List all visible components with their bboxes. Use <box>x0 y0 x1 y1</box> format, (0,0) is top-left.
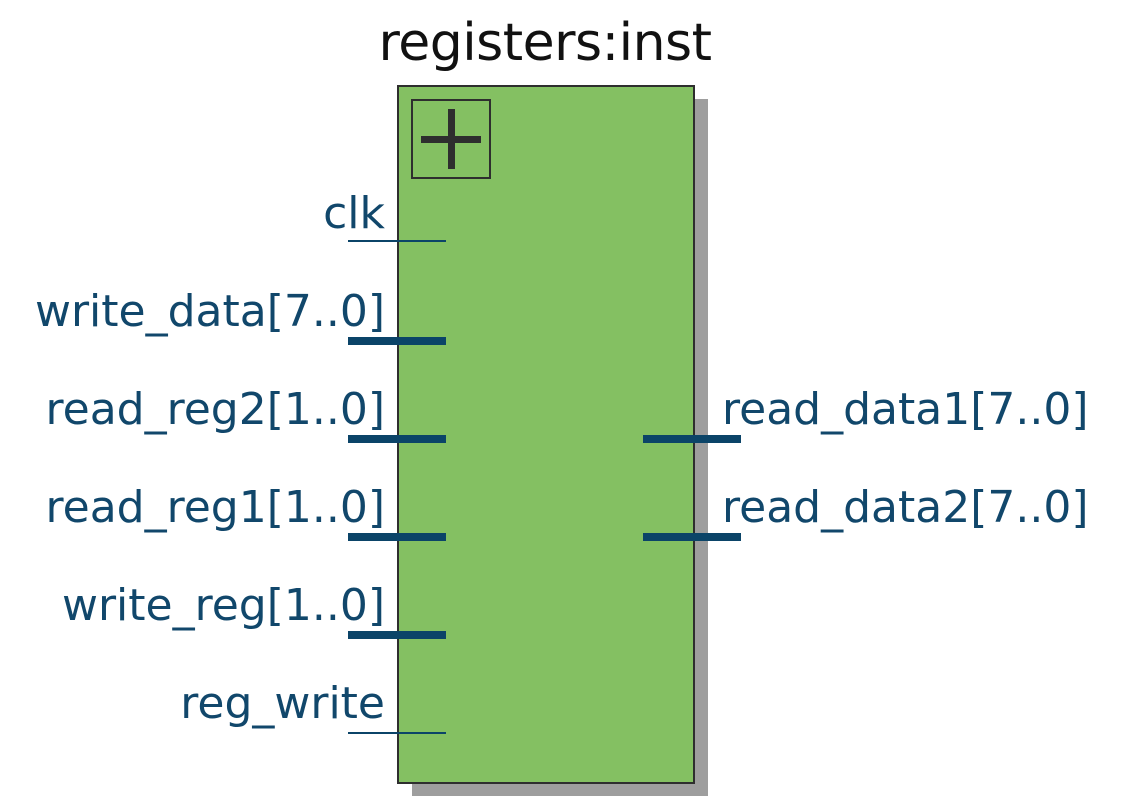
input-pin-line-read-reg1[interactable] <box>348 533 446 541</box>
expand-plus-icon[interactable] <box>411 99 491 179</box>
input-pin-label-read-reg1: read_reg1[1..0] <box>45 482 386 533</box>
input-pin-line-clk[interactable] <box>348 240 446 242</box>
input-pin-line-write-data[interactable] <box>348 337 446 345</box>
output-pin-line-read-data2[interactable] <box>643 533 741 541</box>
block-title: registers:inst <box>378 13 712 73</box>
input-pin-label-write-reg: write_reg[1..0] <box>61 580 385 631</box>
input-pin-line-read-reg2[interactable] <box>348 435 446 443</box>
input-pin-label-clk: clk <box>323 188 385 239</box>
output-pin-label-read-data2: read_data2[7..0] <box>722 482 1089 533</box>
output-pin-label-read-data1: read_data1[7..0] <box>722 384 1089 435</box>
input-pin-label-read-reg2: read_reg2[1..0] <box>45 384 386 435</box>
input-pin-line-reg-write[interactable] <box>348 732 446 734</box>
input-pin-label-write-data: write_data[7..0] <box>34 286 385 337</box>
input-pin-line-write-reg[interactable] <box>348 631 446 639</box>
output-pin-line-read-data1[interactable] <box>643 435 741 443</box>
registers-block[interactable] <box>397 85 695 784</box>
input-pin-label-reg-write: reg_write <box>180 678 385 729</box>
